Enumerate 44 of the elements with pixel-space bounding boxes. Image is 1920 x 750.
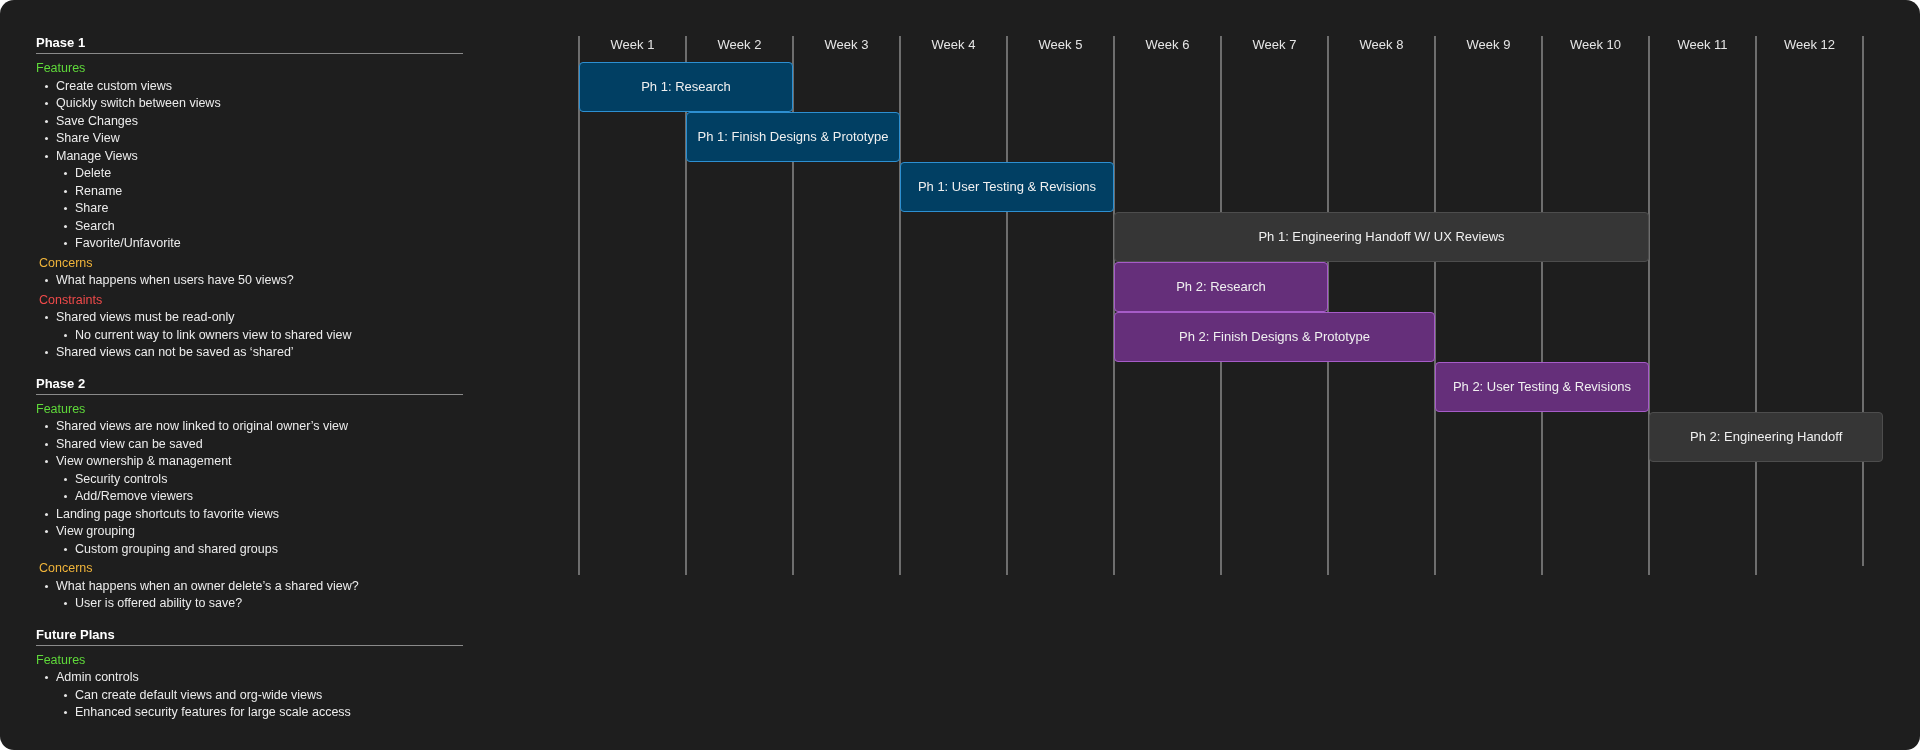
list-item: Search — [75, 217, 115, 235]
list-item: Save Changes — [56, 112, 138, 130]
task-bar: Ph 2: User Testing & Revisions — [1435, 362, 1649, 412]
list-item: Shared views must be read-only — [56, 309, 235, 326]
task-bar: Ph 2: Research — [1114, 262, 1328, 312]
list-item: Enhanced security features for large scale access — [75, 704, 351, 721]
list-item: User is offered ability to save? — [75, 595, 243, 612]
list-item: Add/Remove viewers — [75, 488, 194, 505]
task-bar: Ph 1: User Testing & Revisions — [900, 162, 1114, 212]
list-item: Custom grouping and shared groups — [75, 540, 278, 558]
task-bar: Ph 1: Engineering Handoff W/ UX Reviews — [1114, 212, 1649, 262]
category-heading: Features — [36, 652, 86, 667]
task-bar: Ph 2: Engineering Handoff — [1649, 412, 1884, 462]
list-item: Shared views are now linked to original owner’s view — [56, 418, 349, 435]
list-item: Quickly switch between views — [56, 95, 221, 112]
list-item: Share View — [56, 130, 120, 147]
task-bar: Ph 2: Finish Designs & Prototype — [1114, 312, 1435, 362]
section-heading: Future Plans — [36, 625, 463, 646]
section-heading: Phase 2 — [36, 374, 463, 395]
list-item: View grouping — [56, 523, 135, 540]
list-item: Admin controls — [56, 669, 139, 686]
task-bar: Ph 1: Finish Designs & Prototype — [686, 112, 900, 162]
list-item: Landing page shortcuts to favorite views — [56, 505, 280, 523]
list-item: Shared views can not be saved as ‘shared’ — [56, 344, 294, 361]
list-item: Delete — [75, 165, 112, 182]
list-item: What happens when users have 50 views? — [56, 272, 294, 289]
task-bar: Ph 1: Research — [579, 62, 793, 112]
list-item: What happens when an owner delete’s a shared view? — [56, 577, 359, 595]
list-item: View ownership & management — [56, 453, 232, 470]
list-item: Create custom views — [56, 77, 172, 95]
list-item: Share — [75, 200, 109, 217]
list-item: Security controls — [75, 470, 168, 488]
list-item: Manage Views — [56, 147, 138, 165]
list-item: Rename — [75, 182, 123, 200]
list-item: Shared view can be saved — [56, 435, 203, 453]
list-item: No current way to link owners view to shared view — [75, 326, 352, 344]
category-heading: Concerns — [39, 255, 93, 270]
section-heading: Phase 1 — [36, 34, 463, 54]
category-heading: Features — [36, 61, 86, 75]
list-item: Favorite/Unfavorite — [75, 235, 181, 252]
category-heading: Concerns — [39, 561, 93, 575]
list-item: Can create default views and org-wide views — [75, 686, 323, 704]
category-heading: Constraints — [39, 292, 103, 307]
category-heading: Features — [36, 401, 86, 416]
